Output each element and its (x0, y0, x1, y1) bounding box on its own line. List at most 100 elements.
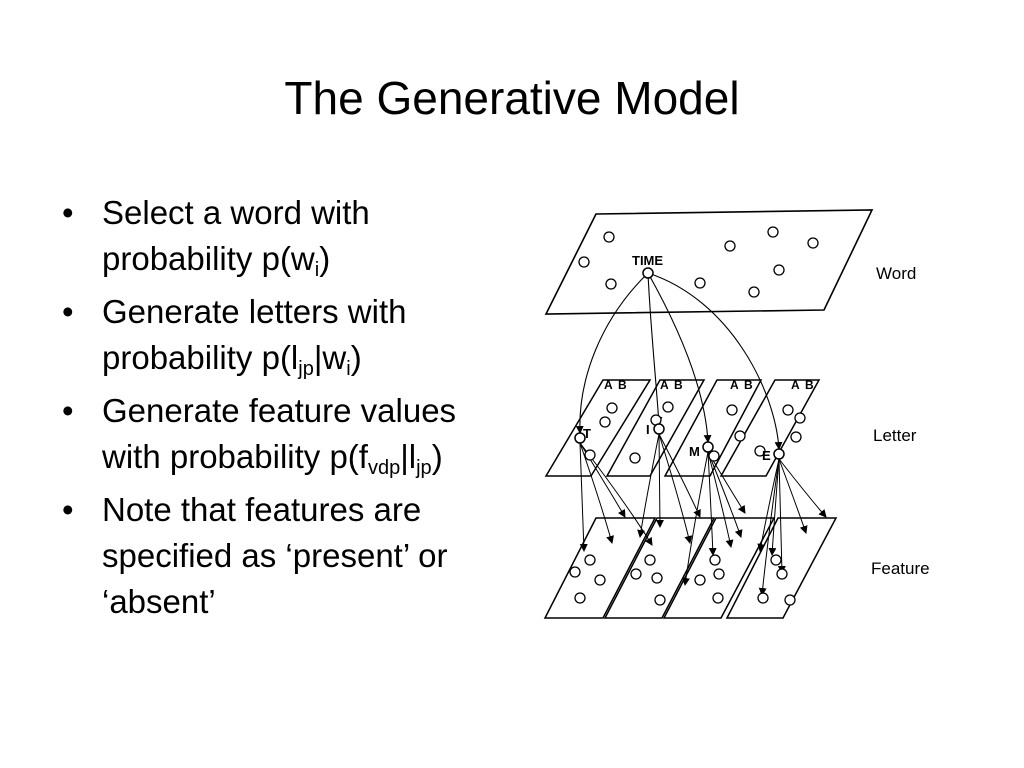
feature-plane-node (770, 554, 782, 566)
feature-plane-node (574, 592, 586, 604)
letter-node-label: I (646, 422, 650, 437)
letter-plane-node (629, 452, 641, 464)
feature-plane-node (709, 554, 721, 566)
nodes (569, 226, 819, 606)
letter-plane (605, 379, 706, 477)
letter-node (653, 423, 665, 435)
letter-plane (719, 379, 821, 477)
feature-plane-node (569, 566, 581, 578)
word-node (694, 277, 706, 289)
feature-plane-node (757, 592, 769, 604)
letter-node (574, 432, 586, 444)
letter-plane-tag: B (618, 378, 627, 392)
bullet-subscript: vdp (367, 457, 401, 479)
feature-plane (543, 517, 657, 619)
letter-plane-node (790, 431, 802, 443)
bullet-dot: • (62, 491, 74, 528)
bullet-text: |w (313, 339, 347, 376)
feature-plane (662, 517, 776, 619)
word-node (748, 286, 760, 298)
letter-plane (663, 379, 763, 477)
level-label-letter: Letter (873, 426, 917, 445)
letter-plane-tag: A (791, 378, 800, 392)
bullet-text: ) (319, 240, 331, 277)
feature-plane-node (594, 574, 606, 586)
feature-plane-node (712, 592, 724, 604)
word-node (605, 278, 617, 290)
letter-to-feature-arrow (658, 433, 693, 544)
word-node (578, 256, 590, 268)
bullet-text: ) (350, 339, 362, 376)
letter-to-feature-arrow (707, 451, 717, 556)
letter-node (702, 441, 714, 453)
letter-plane-node (754, 445, 766, 457)
word-to-letter-arrow (647, 272, 663, 425)
word-node-time (642, 267, 654, 279)
letter-plane-node (726, 404, 738, 416)
feature-plane (725, 517, 838, 619)
bullet-item: •Select a word with probability p(wi) (58, 190, 498, 282)
feature-plane-node (651, 572, 663, 584)
feature-plane-node (584, 554, 596, 566)
letter-plane-tag: B (744, 378, 753, 392)
bullet-item: • Generate feature values with probabilit… (58, 388, 498, 480)
word-to-letter-arrow (647, 272, 783, 450)
letter-plane-tag: A (730, 378, 739, 392)
letter-node-label: M (689, 444, 700, 459)
letter-plane-node (606, 402, 618, 414)
bullet-dot: • (62, 392, 74, 429)
bullet-subscript: jp (298, 358, 314, 380)
letter-to-feature-arrow (579, 442, 614, 544)
slide-title: The Generative Model (284, 72, 740, 124)
letter-to-feature-arrow (758, 458, 780, 596)
letter-node-label: T (583, 426, 591, 441)
letter-to-feature-arrow (682, 451, 709, 586)
bullet-text: Generate letters with probability p(l (102, 293, 407, 376)
feature-plane-node (644, 554, 656, 566)
level-label-word: Word (876, 264, 916, 283)
bullet-text: Select a word with probability p(w (102, 194, 370, 277)
word-plane (544, 209, 874, 315)
letter-plane-tag: B (805, 378, 814, 392)
letter-to-feature-arrow (637, 433, 660, 538)
feature-plane-node (713, 568, 725, 580)
level-label-feature: Feature (871, 559, 930, 578)
feature-plane-node (654, 594, 666, 606)
feature-plane (603, 517, 716, 619)
letter-node (773, 448, 785, 460)
bullet-text: Generate feature values with probability… (102, 392, 457, 475)
letter-to-feature-arrow (768, 458, 780, 556)
word-node (767, 226, 779, 238)
feature-plane-node (776, 568, 788, 580)
word-node (773, 264, 785, 276)
letter-to-feature-arrow (778, 458, 827, 518)
word-to-letter-arrow (575, 272, 649, 434)
letter-to-feature-arrow (757, 458, 780, 552)
bullet-text: |l (400, 438, 417, 475)
bullet-text: Note that features are specified as ‘pre… (102, 491, 448, 620)
letter-plane-node (662, 401, 674, 413)
letter-to-feature-arrow (707, 451, 734, 548)
letter-plane-tag: A (660, 378, 669, 392)
bullet-subscript: i (346, 358, 351, 380)
bullet-list: •Select a word with probability p(wi)•Ge… (58, 190, 498, 632)
bullet-subscript: jp (416, 457, 432, 479)
letter-plane-node (782, 404, 794, 416)
letter-plane-node (599, 416, 611, 428)
bullet-item: • Note that features are specified as ‘pr… (58, 487, 498, 625)
letter-to-feature-arrow (778, 458, 808, 534)
word-node (807, 237, 819, 249)
letter-node-label: E (762, 448, 771, 463)
bullet-dot: • (62, 293, 74, 330)
letter-plane-node (794, 412, 806, 424)
word-node-label: TIME (632, 253, 663, 268)
feature-plane-node (694, 574, 706, 586)
letter-plane-node (584, 449, 596, 461)
letter-to-feature-arrow (707, 451, 743, 538)
letter-plane-tag: B (674, 378, 683, 392)
letter-to-feature-arrow (579, 442, 588, 552)
word-node (724, 240, 736, 252)
letter-to-feature-arrow (655, 433, 664, 528)
